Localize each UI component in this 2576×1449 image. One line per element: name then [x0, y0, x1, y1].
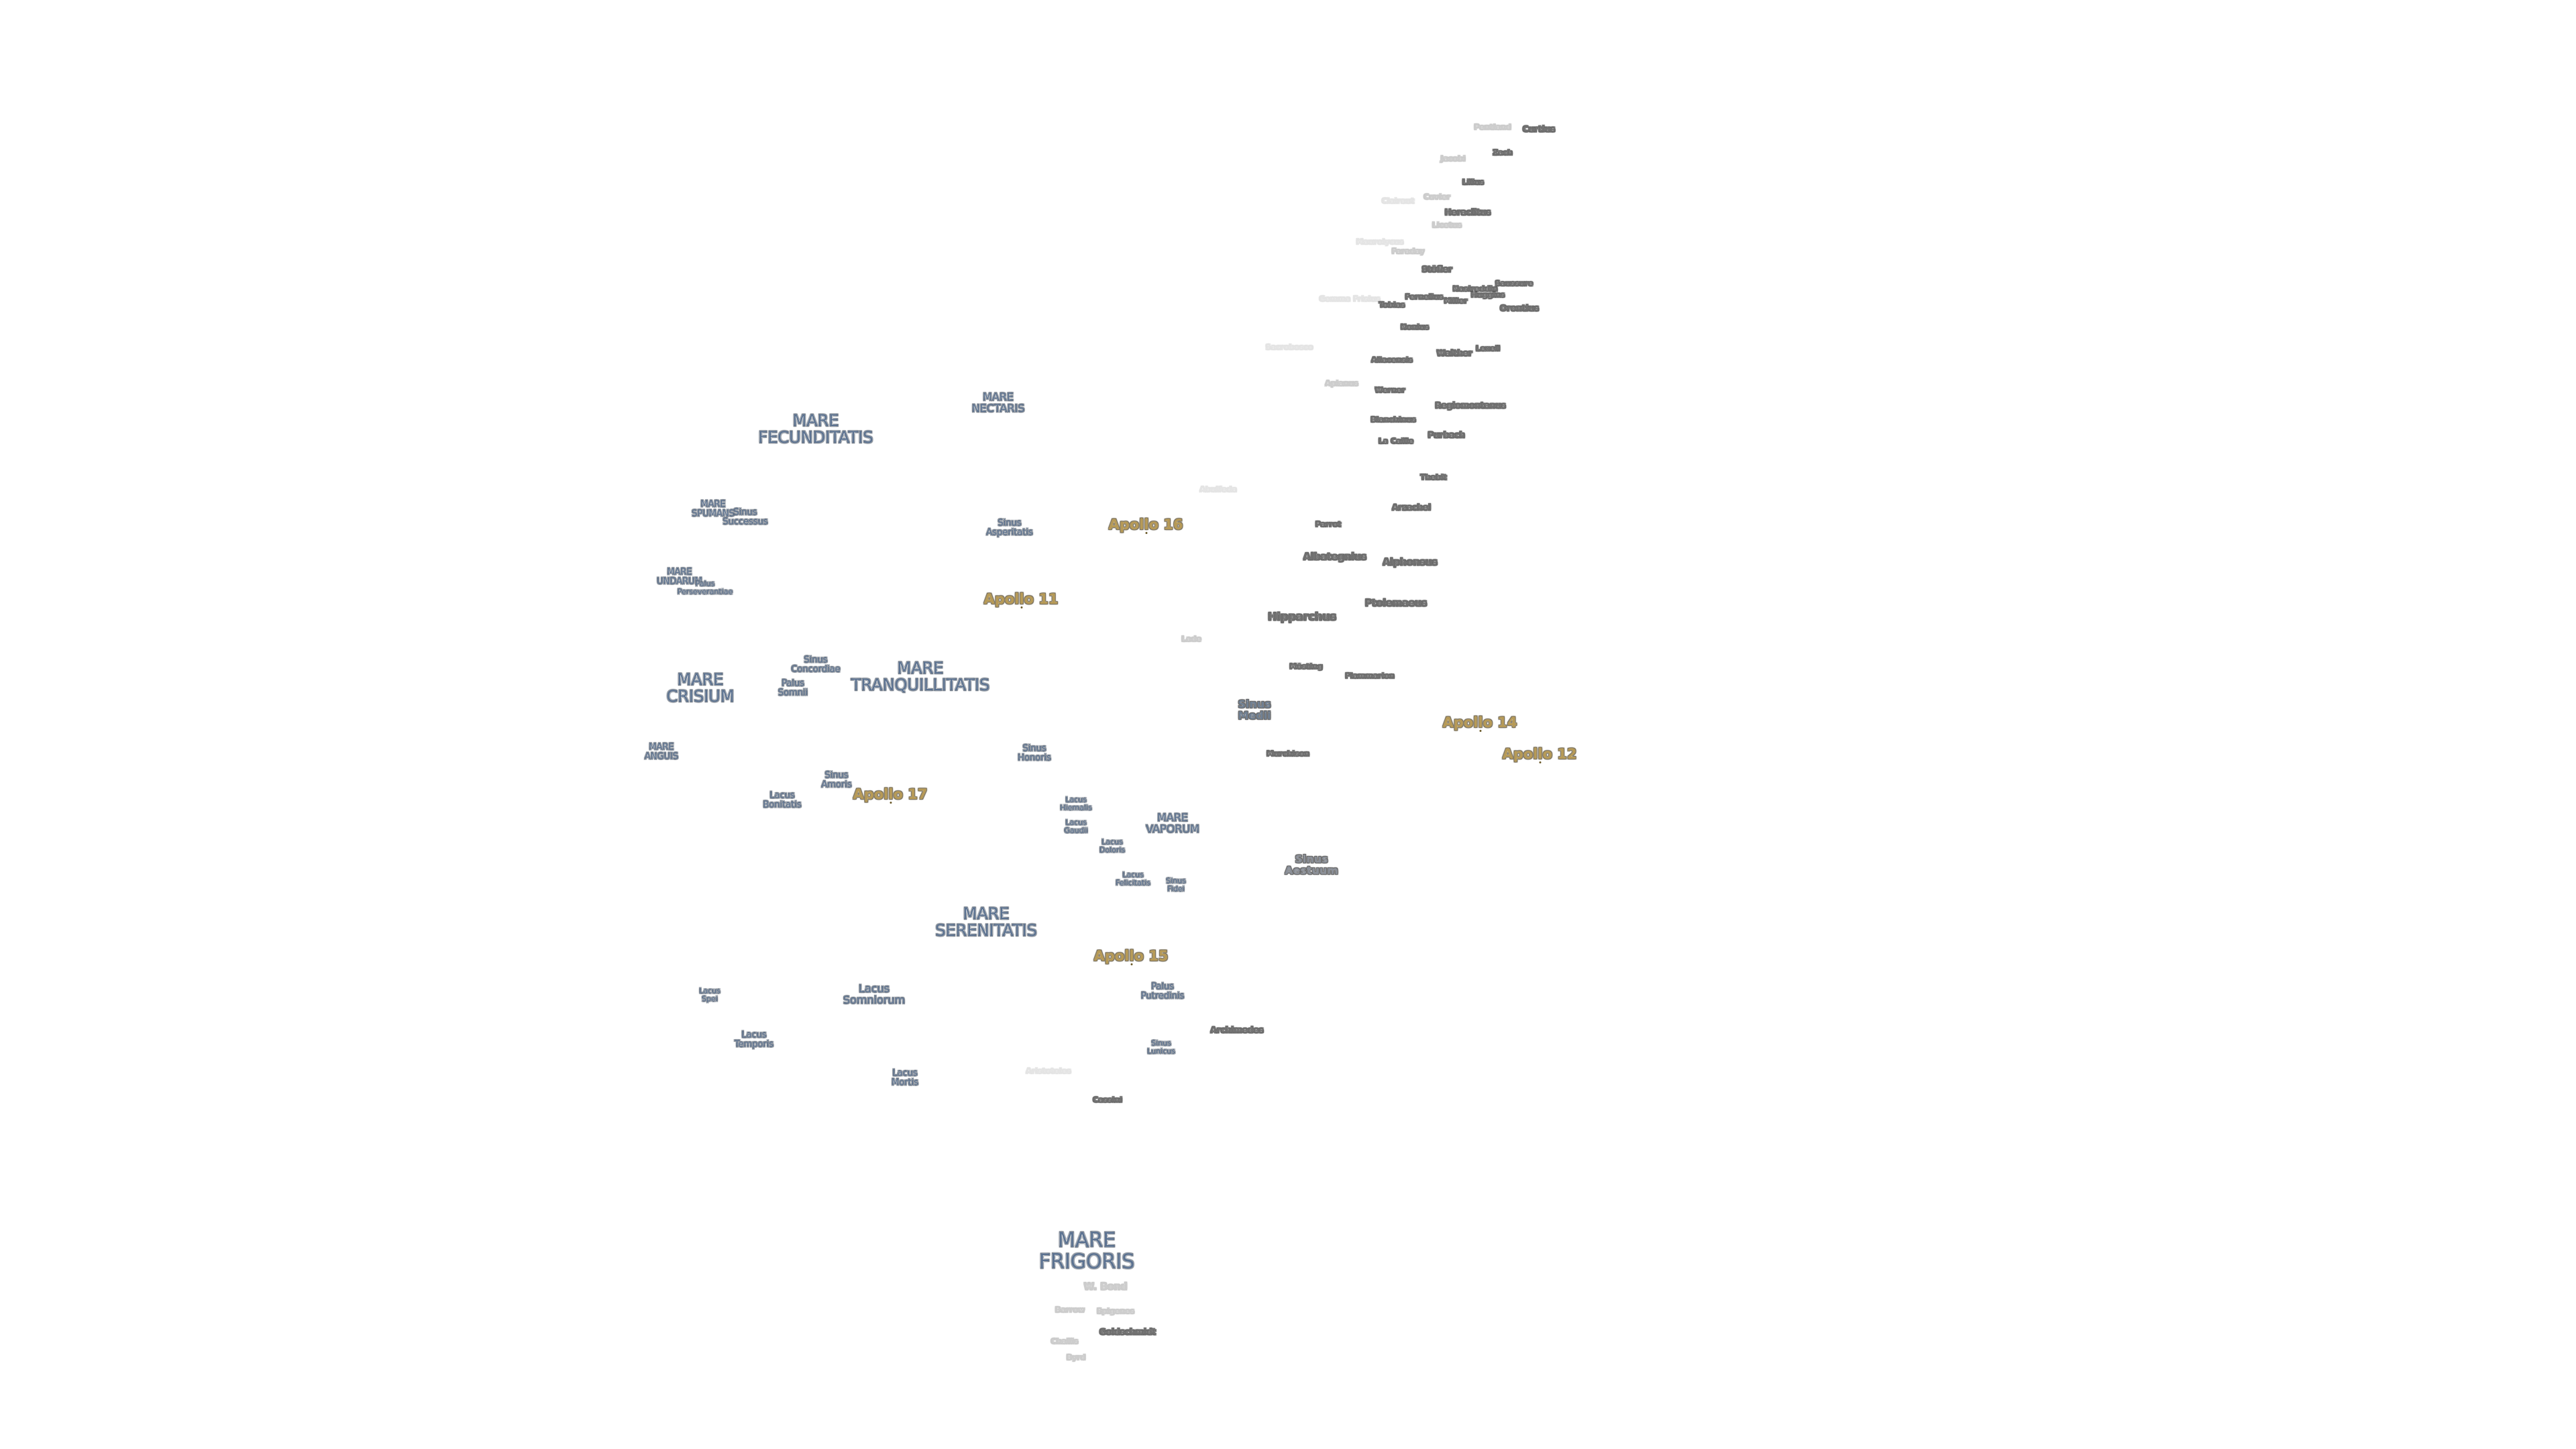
la-caille-label: La Caille — [1378, 437, 1414, 446]
blanchinus-label: Blanchinus — [1371, 415, 1416, 425]
goldschmidt-label: Goldschmidt — [1099, 1327, 1157, 1337]
regiomontanus-label: Regiomontanus — [1435, 400, 1506, 411]
jacobi-label: Jacobi — [1440, 154, 1466, 164]
apollo-14-site[interactable]: Apollo 14 — [1442, 714, 1517, 733]
aristoteles-label: Aristoteles — [1026, 1067, 1071, 1076]
aliacensis-label: Aliacensis — [1371, 356, 1413, 365]
nasireddin-label: Nasireddin — [1452, 284, 1498, 294]
epigenes-label: Epigenes — [1096, 1307, 1135, 1316]
zach-label: Zach — [1493, 148, 1513, 158]
werner-label: Werner — [1375, 386, 1405, 395]
heraclitus-label: Heraclitus — [1444, 207, 1491, 217]
murchison-label: Murchison — [1266, 749, 1310, 759]
fernelius-label: Fernelius — [1405, 292, 1444, 302]
byrd-label: Byrd — [1066, 1353, 1086, 1362]
tobias-label: Tobias — [1379, 301, 1405, 310]
lilius-label: Lilius — [1462, 178, 1485, 187]
challis-label: Challis — [1051, 1337, 1079, 1346]
cuvier-label: Cuvier — [1424, 193, 1450, 202]
apollo-15-site[interactable]: Apollo 15 — [1093, 947, 1169, 966]
apianus-label: Apianus — [1325, 379, 1358, 388]
hipparchus-label: Hipparchus — [1267, 610, 1337, 623]
gemma-frisius-label: Gemma Frisius — [1319, 294, 1381, 304]
curtius-label: Curtius — [1522, 124, 1556, 134]
walther-label: Walther — [1436, 348, 1472, 358]
maurolycus-label: Maurolycus — [1356, 237, 1404, 247]
lexell-label: Lexell — [1475, 344, 1501, 354]
purbach-label: Purbach — [1428, 430, 1465, 440]
abulfeda-label: Abulfeda — [1199, 485, 1237, 494]
apollo-17-site[interactable]: Apollo 17 — [853, 786, 928, 804]
apollo-11-site[interactable]: Apollo 11 — [983, 590, 1059, 609]
orontius-label: Orontius — [1499, 303, 1540, 313]
lade-label: Lade — [1181, 635, 1201, 644]
clairaut-label: Clairaut — [1381, 197, 1415, 206]
huggins-label: Huggins — [1470, 290, 1505, 300]
licetus-label: Licetus — [1432, 221, 1462, 230]
stofler-label: Stöfler — [1421, 264, 1452, 274]
faraday-label: Faraday — [1391, 247, 1425, 256]
sacrobosco-label: Sacrobosco — [1265, 343, 1313, 352]
nonius-label: Nonius — [1400, 323, 1430, 332]
apollo-16-site[interactable]: Apollo 16 — [1108, 516, 1183, 535]
apollo-12-site[interactable]: Apollo 12 — [1502, 745, 1577, 764]
cassini-label: Cassini — [1093, 1095, 1122, 1105]
mosting-label: Mösting — [1289, 662, 1323, 672]
albategnius-label: Albategnius — [1303, 551, 1367, 563]
alphonsus-label: Alphonsus — [1383, 557, 1438, 568]
archimedes-label: Archimedes — [1210, 1025, 1264, 1035]
ptolemaeus-label: Ptolemaeus — [1364, 598, 1428, 609]
thebit-label: Thebit — [1420, 473, 1447, 482]
barrow-label: Barrow — [1055, 1305, 1085, 1315]
miller-label: Miller — [1444, 297, 1468, 306]
flammarion-label: Flammarion — [1345, 672, 1395, 681]
saussure-label: Saussure — [1495, 279, 1534, 288]
arzachel-label: Arzachel — [1391, 502, 1432, 513]
w-bond-label: W. Bond — [1083, 1281, 1128, 1293]
parrot-label: Parrot — [1315, 520, 1342, 529]
pentland-label: Pentland — [1474, 123, 1511, 132]
